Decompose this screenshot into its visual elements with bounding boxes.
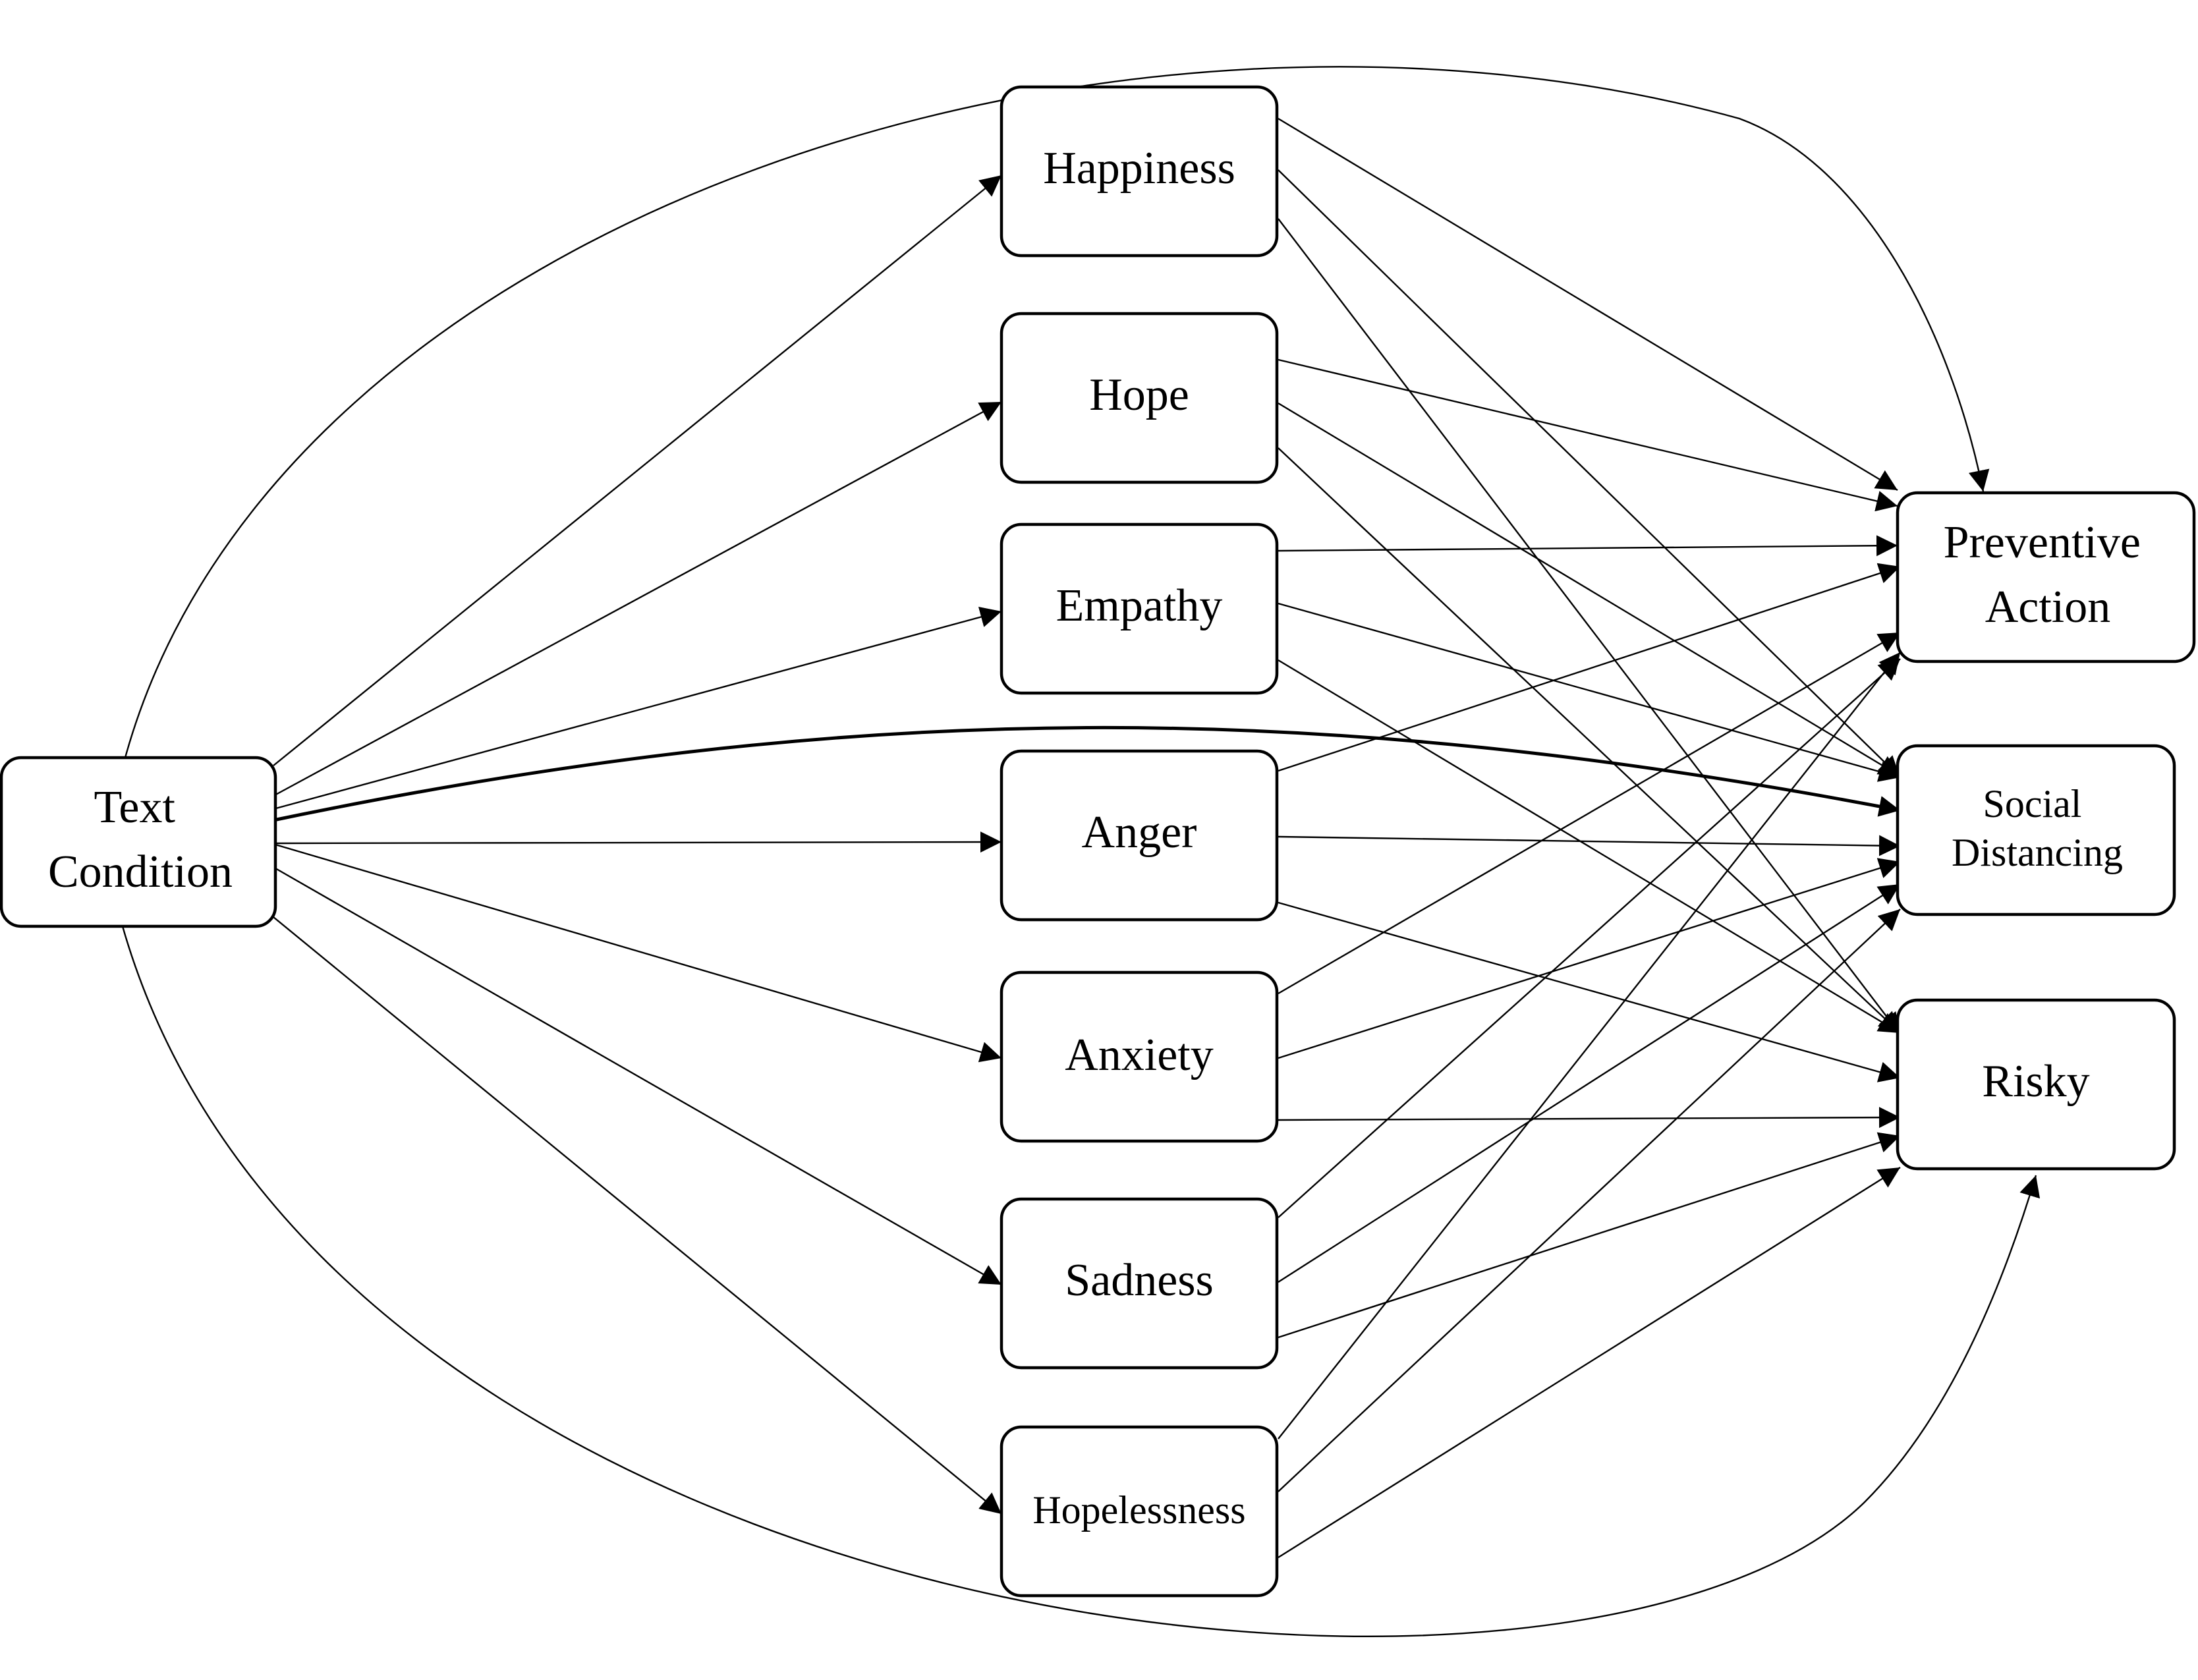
node-empathy-label: Empathy	[1056, 580, 1223, 631]
node-sadness-label: Sadness	[1065, 1255, 1214, 1306]
node-preventive-action: Preventive Action	[1896, 491, 2196, 663]
arrow-text-condition-to-hopelessness	[273, 916, 1002, 1515]
arrow-hope-to-risky	[1278, 447, 1901, 1034]
node-happiness-label: Happiness	[1043, 143, 1235, 194]
arrow-text-condition-to-social-distancing	[269, 725, 1901, 823]
arrow-hopelessness-to-risky	[1278, 1166, 1901, 1559]
arrow-text-condition-to-happiness	[273, 175, 1002, 766]
arrow-happiness-to-preventive-action	[1278, 117, 1898, 491]
arrow-happiness-to-social-distancing	[1278, 169, 1901, 778]
arrow-happiness-to-risky	[1278, 218, 1901, 1035]
node-hopelessness-label: Hopelessness	[1032, 1488, 1245, 1532]
arrow-hope-to-preventive-action	[1278, 358, 1898, 512]
arrow-text-condition-to-preventive-action	[124, 66, 1990, 758]
node-text-condition: Text Condition	[0, 756, 277, 928]
arrow-text-condition-to-sadness	[275, 867, 1002, 1286]
node-social-distancing: Social Distancing	[1896, 744, 2176, 916]
node-risky: Risky	[1896, 998, 2176, 1171]
arrow-hopelessness-to-preventive-action	[1278, 652, 1901, 1440]
arrow-sadness-to-risky	[1278, 1132, 1901, 1339]
node-text-condition-label: Text Condition	[48, 782, 233, 897]
arrow-anxiety-to-risky	[1278, 1107, 1901, 1129]
arrow-text-condition-to-risky	[121, 926, 2041, 1637]
node-anger: Anger	[1000, 749, 1279, 922]
arrow-text-condition-to-anger	[275, 831, 1002, 853]
nodes-layer: Text Condition Happiness Hope Empathy An…	[0, 85, 2196, 1598]
node-empathy: Empathy	[1000, 522, 1279, 695]
node-happiness: Happiness	[1000, 85, 1279, 258]
node-hope-label: Hope	[1089, 370, 1189, 420]
node-anxiety-label: Anxiety	[1065, 1030, 1214, 1080]
arrow-anger-to-preventive-action	[1278, 563, 1901, 772]
arrow-hopelessness-to-social-distancing	[1278, 909, 1901, 1492]
arrow-hope-to-social-distancing	[1278, 402, 1901, 777]
arrow-empathy-to-preventive-action	[1278, 535, 1898, 557]
arrow-empathy-to-risky	[1278, 659, 1901, 1034]
arrow-text-condition-to-anxiety	[275, 843, 1002, 1063]
node-hope: Hope	[1000, 312, 1279, 484]
arrow-text-condition-to-empathy	[273, 606, 1002, 810]
node-hopelessness: Hopelessness	[1000, 1425, 1279, 1598]
arrow-anger-to-risky	[1278, 901, 1901, 1082]
arrow-sadness-to-preventive-action	[1278, 658, 1901, 1218]
arrow-sadness-to-social-distancing	[1278, 883, 1901, 1283]
node-sadness: Sadness	[1000, 1197, 1279, 1370]
node-anger-label: Anger	[1082, 807, 1197, 858]
edges-layer	[121, 66, 2041, 1637]
node-risky-label: Risky	[1982, 1056, 2089, 1107]
node-preventive-action-label: Preventive Action	[1944, 517, 2153, 632]
arrow-empathy-to-social-distancing	[1278, 602, 1901, 782]
arrow-anxiety-to-preventive-action	[1278, 631, 1901, 995]
node-social-distancing-label: Social Distancing	[1952, 782, 2123, 874]
arrow-anger-to-social-distancing	[1278, 835, 1901, 856]
node-anxiety: Anxiety	[1000, 970, 1279, 1143]
arrow-text-condition-to-hope	[273, 401, 1002, 797]
arrow-anxiety-to-social-distancing	[1278, 858, 1901, 1059]
